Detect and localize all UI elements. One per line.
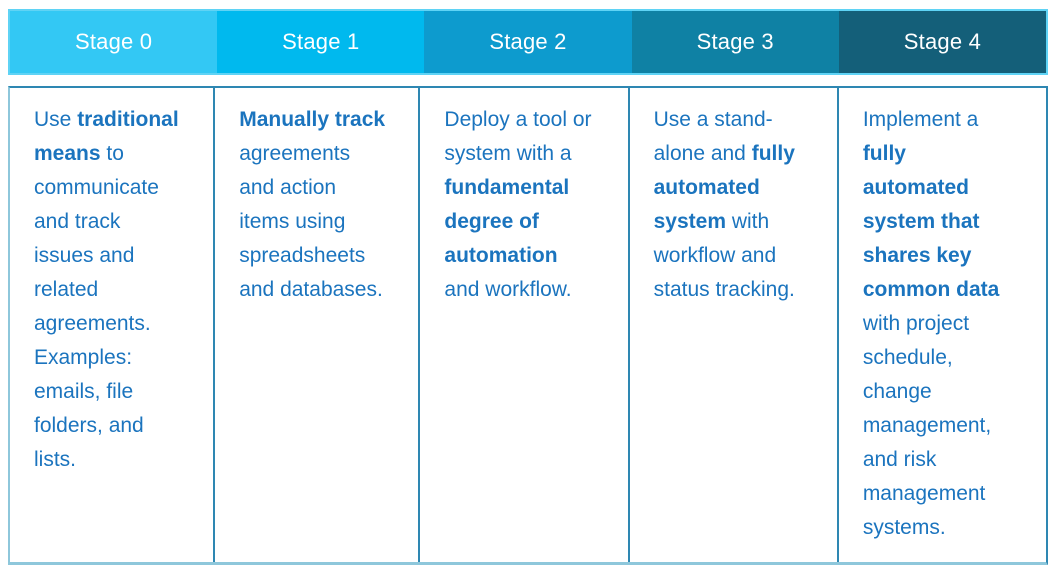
description-text-segment: to communicate and track issues and rela… <box>34 142 159 471</box>
stage-header-cell-0: Stage 0 <box>10 11 218 73</box>
description-text-segment: with workflow and status tracking. <box>653 210 795 301</box>
stage-description-cell-1: Manually track agreements and action ite… <box>213 88 418 562</box>
description-text-segment: with project schedule, change management… <box>862 312 992 539</box>
description-text-segment: Use <box>34 108 78 131</box>
stage-header-cell-3: Stage 3 <box>631 11 839 73</box>
description-text-segment: Manually track <box>239 108 386 131</box>
description-text-segment: Use a stand-alone and <box>653 108 773 165</box>
stage-label: Stage 3 <box>696 29 774 54</box>
stage-label: Stage 0 <box>74 29 153 54</box>
header-body-gap <box>8 75 1048 86</box>
stage-header-cell-1: Stage 1 <box>217 11 425 73</box>
stage-body-row: Use traditional means to communicate and… <box>8 86 1048 565</box>
stage-label: Stage 4 <box>903 29 982 54</box>
stage-header-cell-4: Stage 4 <box>838 11 1047 73</box>
description-text-segment: fully automated system that shares key c… <box>862 142 1000 301</box>
stage-description-cell-4: Implement a fully automated system that … <box>836 88 1046 562</box>
stage-header-row: Stage 0 Stage 1 Stage 2 Stage 3 Stage 4 <box>8 9 1048 75</box>
description-text-segment: fully automated system <box>653 142 795 233</box>
stage-description-cell-3: Use a stand-alone and fully automated sy… <box>627 88 837 562</box>
description-text-segment: and workflow. <box>444 278 572 301</box>
stage-description-cell-0: Use traditional means to communicate and… <box>10 88 213 562</box>
stage-label: Stage 1 <box>282 29 360 54</box>
description-text-segment: Deploy a tool or system with a <box>444 108 592 165</box>
description-text-segment: agreements and action items using spread… <box>239 142 383 301</box>
stage-description-cell-2: Deploy a tool or system with a fundament… <box>418 88 627 562</box>
stage-header-cell-2: Stage 2 <box>424 11 632 73</box>
description-text-segment: Implement a <box>862 108 979 131</box>
description-text-segment: traditional means <box>34 108 179 165</box>
stage-label: Stage 2 <box>489 29 567 54</box>
description-text-segment: fundamental degree of automation <box>444 176 570 267</box>
